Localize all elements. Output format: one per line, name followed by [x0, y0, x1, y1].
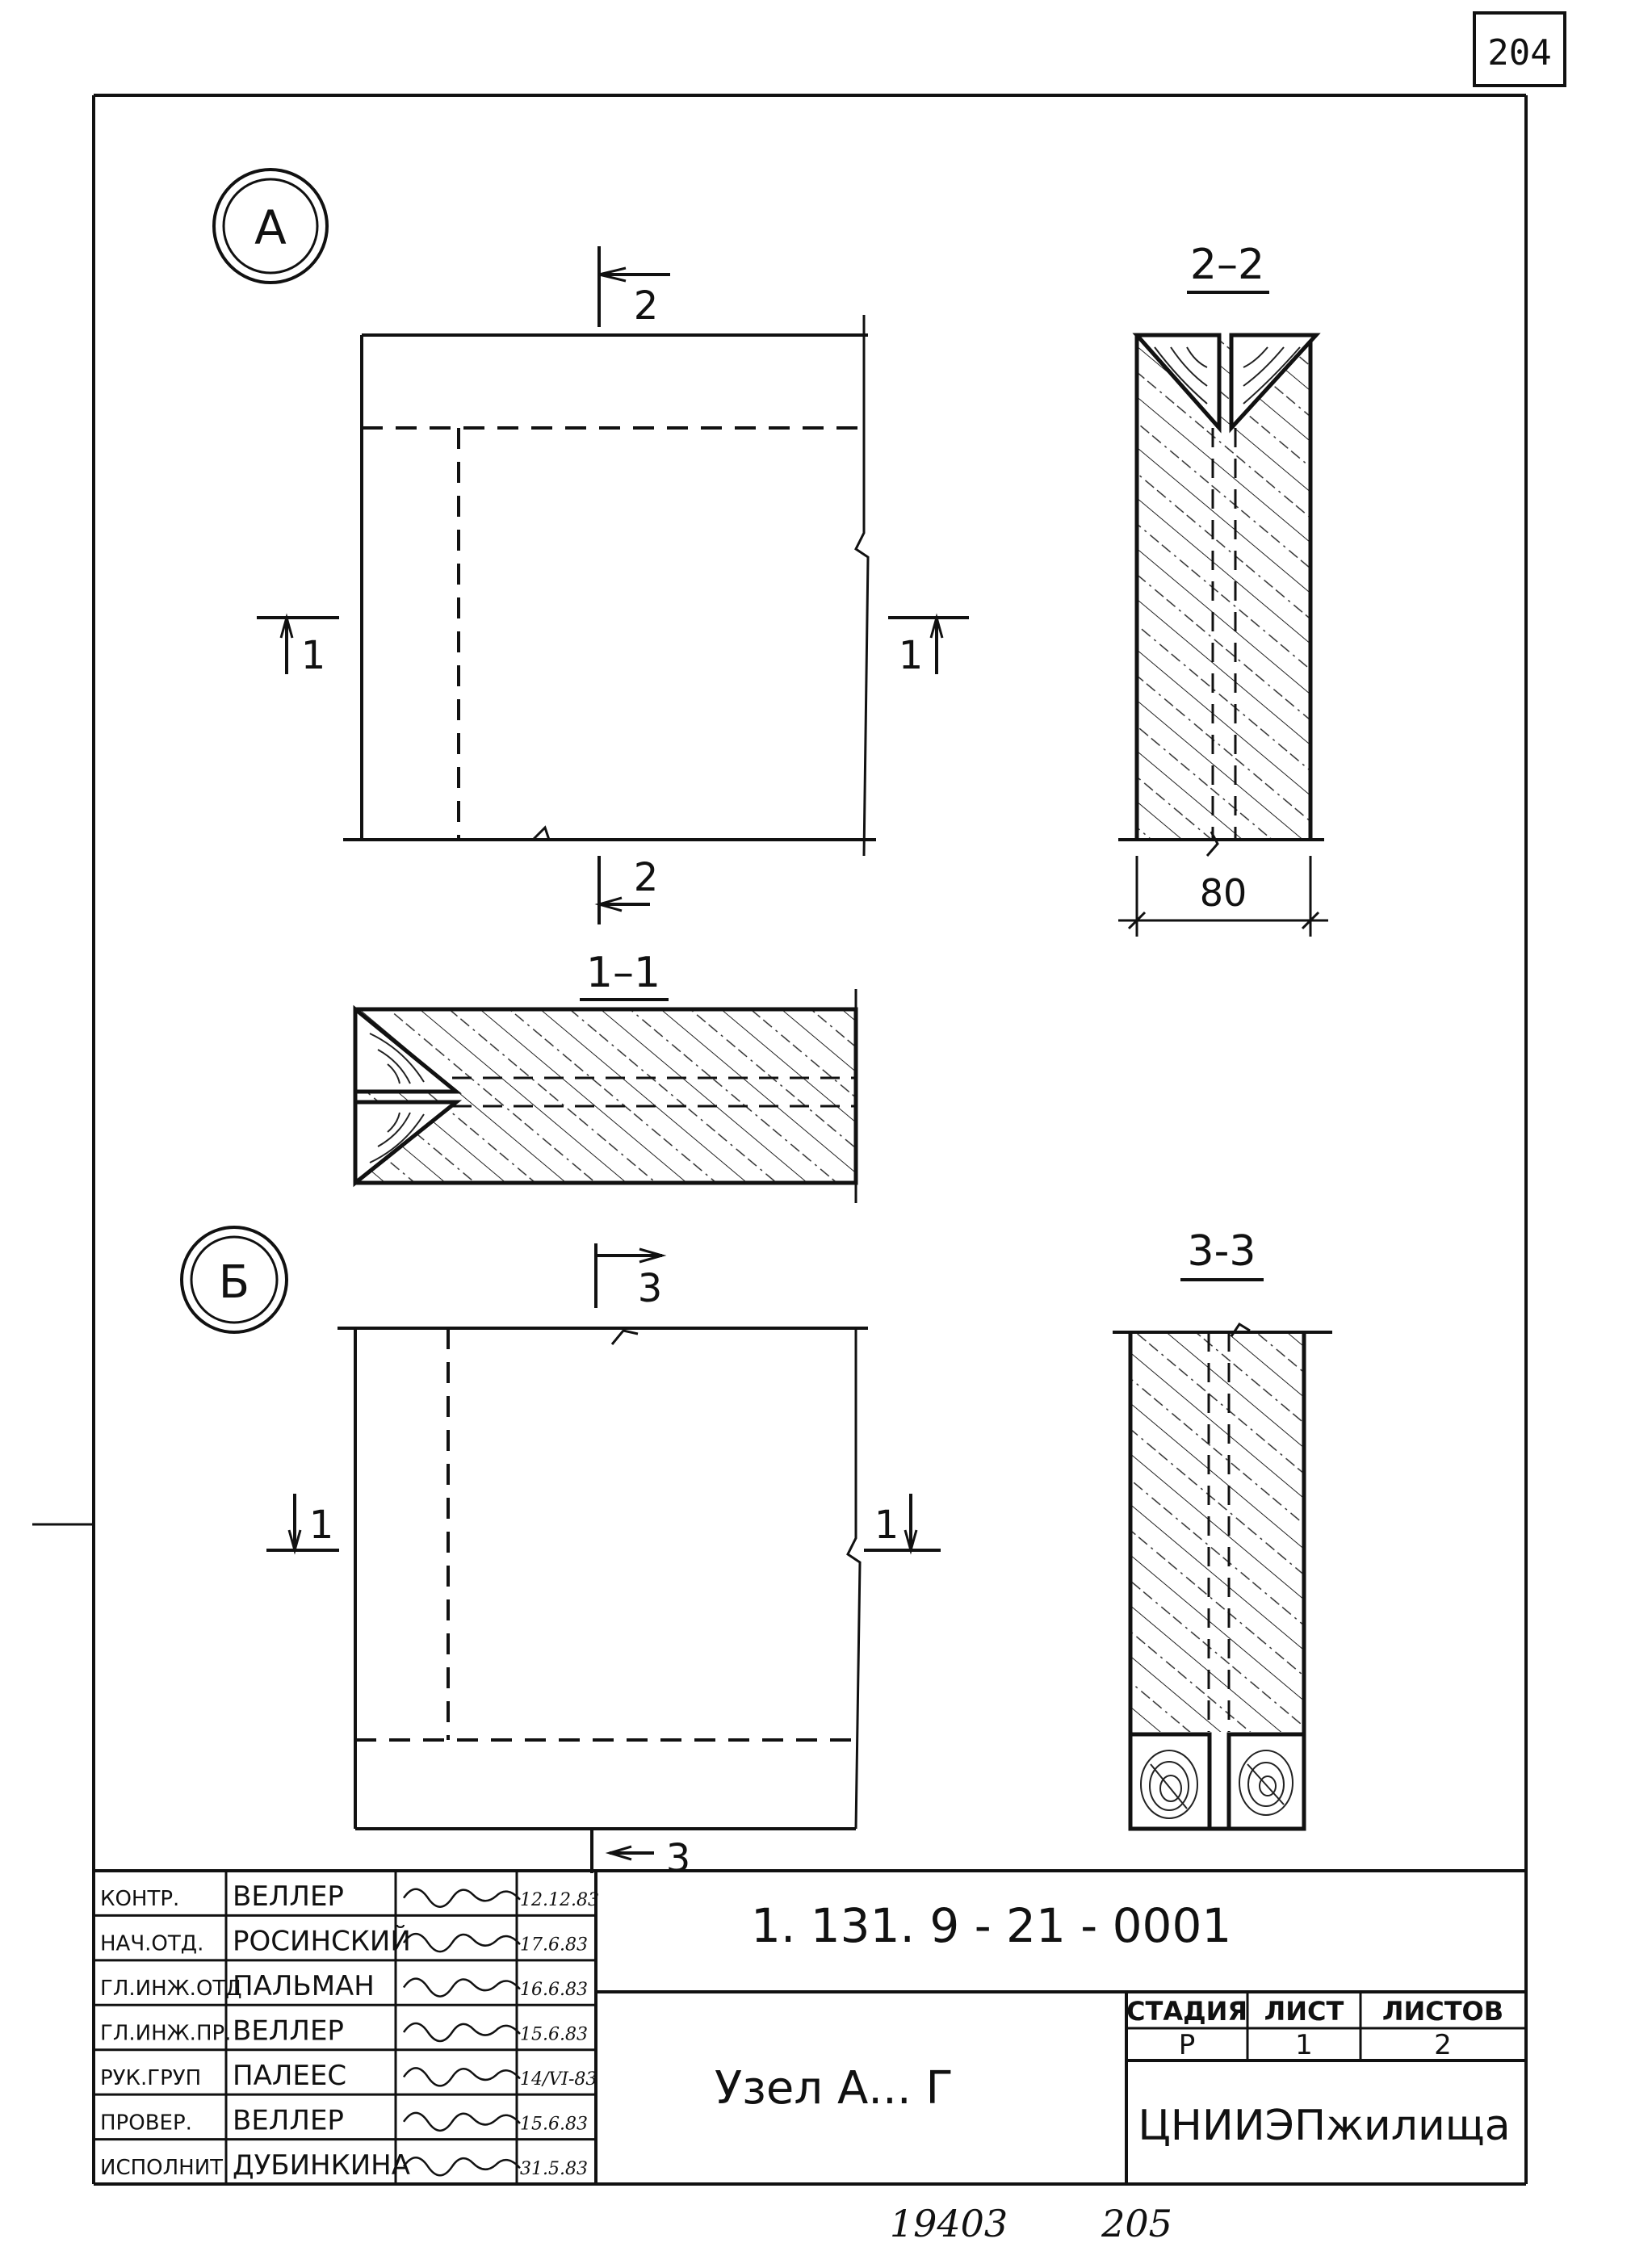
corner-number: 204	[1487, 32, 1551, 73]
signature-scribble	[402, 2067, 521, 2087]
footer-archive-number: 19403	[890, 2202, 1008, 2245]
node-a-section-1-right	[888, 613, 969, 674]
signature-name: ВЕЛЛЕР	[233, 2104, 344, 2136]
signature-name: ПАЛЕЕС	[233, 2060, 346, 2092]
signature-role: КОНТР.	[100, 1887, 179, 1911]
sheet-frame	[32, 94, 1528, 2186]
signature-date: 31.5.83	[520, 2159, 588, 2179]
sheet-label: ЛИСТ	[1264, 1996, 1344, 2027]
node-a-section-2-top	[597, 246, 670, 327]
node-b-label: Б	[219, 1256, 249, 1309]
section-1-mark-right: 1	[899, 633, 924, 678]
signature-name: РОСИНСКИЙ	[233, 1925, 411, 1958]
node-a-marker: А	[212, 168, 329, 284]
signature-date: 16.6.83	[520, 1980, 588, 2000]
corner-number-box: 204	[1473, 11, 1566, 87]
signature-date: 14/VI-83	[520, 2069, 597, 2090]
section-1-1-drawing	[353, 989, 858, 1203]
dimension-80-label: 80	[1200, 871, 1247, 915]
footer-page-number: 205	[1101, 2202, 1172, 2245]
node-a-label: А	[254, 200, 287, 255]
section-3-3-title: 3-3	[1188, 1227, 1256, 1276]
document-code: 1. 131. 9 - 21 - 0001	[751, 1898, 1231, 1953]
node-a-section-2-bottom	[594, 856, 650, 924]
signature-role: НАЧ.ОТД.	[100, 1932, 203, 1956]
section-3-mark-bottom: 3	[666, 1836, 691, 1881]
node-a-section-1-left	[257, 613, 339, 674]
signature-name: ВЕЛЛЕР	[233, 2015, 344, 2048]
signature-role: ГЛ.ИНЖ.ОТД	[100, 1977, 242, 2001]
signature-date: 15.6.83	[520, 2114, 588, 2134]
node-b-section-3-bottom	[590, 1829, 654, 1873]
stage-label: СТАДИЯ	[1126, 1996, 1247, 2027]
signature-name: ПАЛЬМАН	[233, 1970, 375, 2002]
signature-date: 17.6.83	[520, 1935, 588, 1956]
node-b-section-1-left	[266, 1494, 339, 1555]
signature-role: РУК.ГРУП	[100, 2066, 201, 2090]
dimension-80	[1118, 856, 1328, 937]
signature-role: ГЛ.ИНЖ.ПР.	[100, 2022, 231, 2046]
signature-scribble	[402, 1977, 521, 1998]
signature-name: ВЕЛЛЕР	[233, 1880, 344, 1913]
signature-scribble	[402, 1888, 521, 1908]
signature-scribble	[402, 2111, 521, 2132]
section-1-mark-left: 1	[301, 633, 326, 678]
node-b-section-1-right	[864, 1494, 941, 1555]
section-1-b-mark-left: 1	[309, 1503, 334, 1548]
section-2-2-title: 2–2	[1190, 241, 1264, 289]
signature-name: ДУБИНКИНА	[233, 2149, 410, 2182]
signature-scribble	[402, 2157, 521, 2177]
signature-date: 15.6.83	[520, 2025, 588, 2045]
signature-role: ИСПОЛНИТ	[100, 2156, 223, 2180]
section-1-1-title: 1–1	[586, 949, 660, 997]
section-2-mark-top: 2	[634, 283, 659, 329]
node-b-marker: Б	[180, 1226, 288, 1334]
section-2-mark-bottom: 2	[634, 855, 659, 900]
signature-scribble	[402, 2022, 521, 2043]
sheets-value: 2	[1434, 2029, 1452, 2061]
title-block	[94, 1869, 1526, 2184]
section-3-3-drawing	[1113, 1322, 1332, 1831]
section-1-b-mark-right: 1	[874, 1503, 899, 1548]
section-3-mark-top: 3	[638, 1266, 663, 1311]
stage-value: Р	[1179, 2029, 1196, 2061]
signature-date: 12.12.83	[520, 1890, 599, 1910]
section-2-2-drawing	[1118, 333, 1324, 857]
sheet-value: 1	[1295, 2029, 1313, 2061]
sheets-label: ЛИСТОВ	[1382, 1996, 1503, 2027]
organization-name: ЦНИИЭПжилища	[1138, 2102, 1510, 2150]
drawing-title: Узел А... Г	[715, 2062, 954, 2115]
node-b-section-3-top	[594, 1243, 667, 1308]
signature-role: ПРОВЕР.	[100, 2111, 192, 2135]
node-b-elevation	[338, 1327, 868, 1830]
node-a-elevation	[343, 315, 876, 857]
signature-scribble	[402, 1932, 521, 1953]
